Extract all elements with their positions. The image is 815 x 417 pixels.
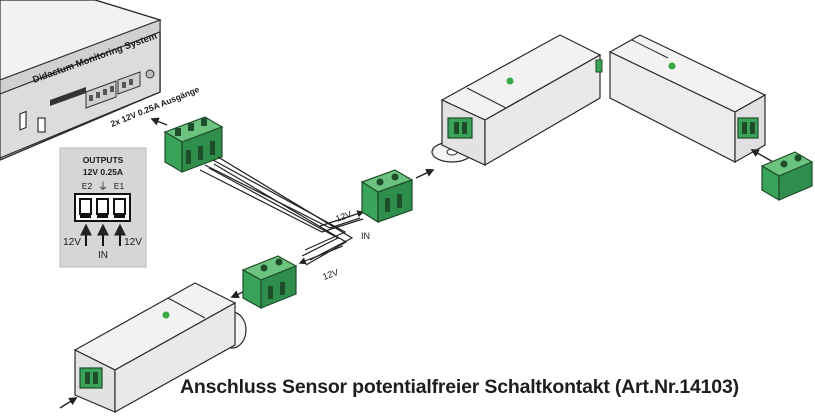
panel-label-in: IN: [98, 250, 108, 261]
ground-symbol: ⏚: [98, 181, 108, 193]
status-led: [506, 77, 514, 85]
power-socket: [37, 117, 46, 133]
plug-arrow-center: [415, 169, 435, 179]
outputs-rating: 12V 0.25A: [83, 167, 123, 177]
terminal-e1-label: E1: [114, 181, 125, 191]
plug-arrow-right: [750, 149, 776, 164]
green-plug-center: [360, 169, 414, 224]
cable-arrow-lower: [298, 245, 344, 265]
wire-label-12v-lower: 12V: [321, 267, 339, 282]
green-plug-lower-center: [241, 255, 298, 310]
diagram-caption: Anschluss Sensor potentialfreier Schaltk…: [180, 376, 739, 398]
cable-arrow-upper: [319, 210, 365, 227]
terminal-arrows: [80, 223, 126, 246]
monitoring-system-device: Didactum Monitoring System: [0, 0, 162, 161]
panel-label-right-12v: 12V: [124, 237, 142, 248]
terminal-block-symbol: [74, 193, 131, 222]
panel-label-left-12v: 12V: [63, 237, 81, 248]
plug-arrow-bottom: [59, 397, 78, 409]
outputs-panel: OUTPUTS 12V 0.25A E2 ⏚ E1 12V IN 12V: [59, 147, 147, 268]
vent-slot: [19, 110, 27, 131]
status-led-right: [668, 62, 676, 70]
terminal-e2-label: E2: [82, 181, 93, 191]
green-plug-upper-left: [163, 116, 224, 174]
device-output-terminal: [117, 71, 141, 95]
outputs-title: OUTPUTS: [83, 155, 124, 165]
wire-label-in: IN: [361, 231, 370, 241]
module-socket-lower: [79, 367, 103, 389]
device-terminal-block: [85, 80, 117, 109]
green-plug-right: [760, 151, 814, 202]
device-jack: [145, 69, 155, 79]
module-socket: [447, 117, 473, 139]
sensor-module-lower: [73, 282, 247, 414]
cable-bundle: [199, 156, 364, 266]
plug-arrow-lower: [230, 290, 244, 299]
status-led-lower: [162, 311, 170, 319]
sensor-module-right: [608, 34, 767, 164]
sensor-module-center: [431, 34, 603, 167]
plug-arrow: [150, 117, 168, 126]
